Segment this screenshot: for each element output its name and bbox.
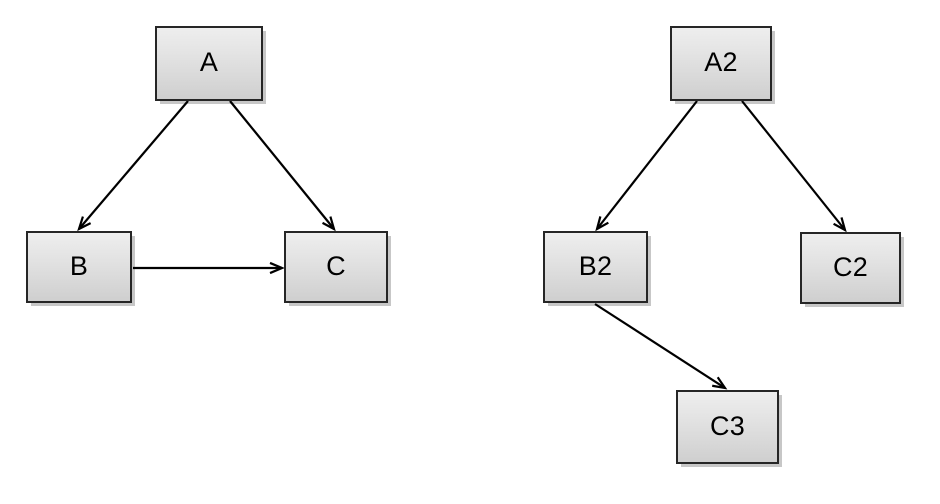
node-label: B2 xyxy=(578,250,613,281)
edge-line xyxy=(229,100,335,230)
edge-b2-to-c3 xyxy=(594,303,728,390)
node-label: C xyxy=(326,250,346,281)
edge-line xyxy=(741,100,846,231)
node-b2[interactable]: B2 xyxy=(543,231,648,303)
node-label: A xyxy=(199,47,219,77)
edge-arrowhead xyxy=(77,216,92,232)
node-label: C3 xyxy=(710,410,745,441)
node-label: C2 xyxy=(833,251,868,282)
edge-line xyxy=(594,303,726,389)
node-c3[interactable]: C3 xyxy=(676,390,779,464)
node-c[interactable]: C xyxy=(284,231,388,303)
edge-a2-to-c2 xyxy=(741,100,847,233)
node-a[interactable]: A xyxy=(155,26,263,101)
edge-a-to-c xyxy=(229,100,336,232)
node-b[interactable]: B xyxy=(26,231,132,303)
edge-line xyxy=(596,100,698,230)
edge-arrowhead xyxy=(269,261,285,275)
node-label: B xyxy=(69,250,89,281)
edge-arrowhead xyxy=(322,216,336,232)
edge-line xyxy=(78,100,189,230)
edge-b-to-c xyxy=(133,261,285,275)
edge-arrowhead xyxy=(833,217,847,233)
edge-a-to-b xyxy=(77,100,189,232)
node-a2[interactable]: A2 xyxy=(670,26,772,101)
node-c2[interactable]: C2 xyxy=(800,232,901,304)
node-label: A2 xyxy=(704,47,738,77)
edge-a2-to-b2 xyxy=(595,100,698,232)
edge-arrowhead xyxy=(595,216,609,232)
edge-arrowhead xyxy=(712,376,728,390)
